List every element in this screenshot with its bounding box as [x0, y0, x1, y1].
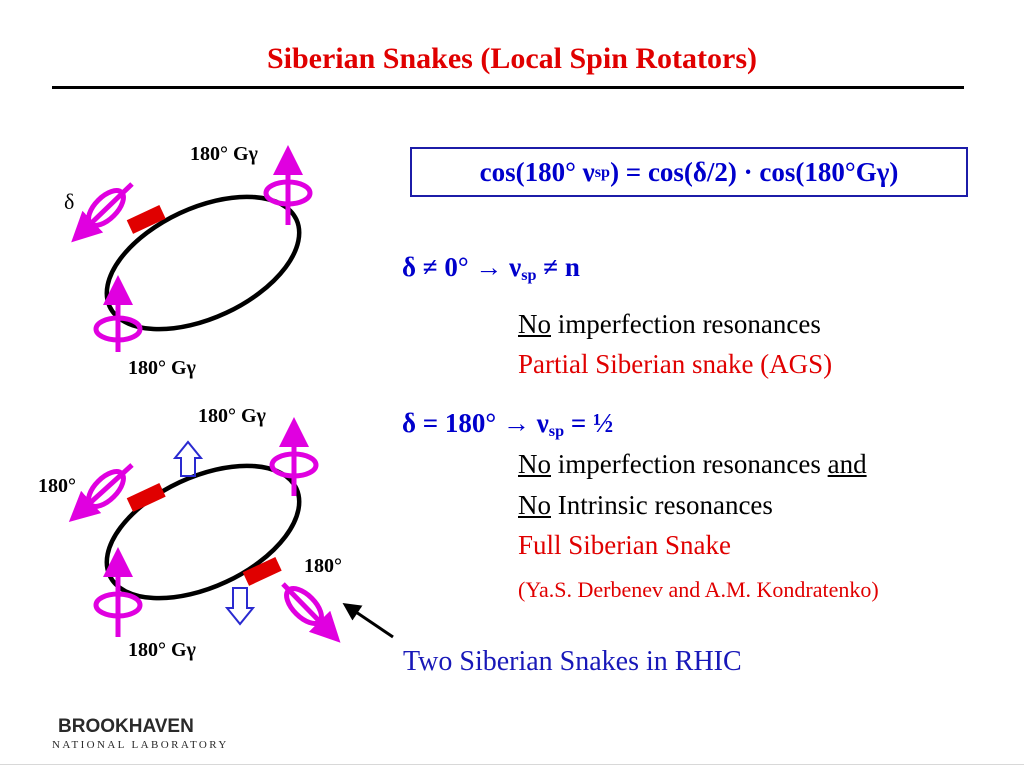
formula-sub: sp: [594, 162, 611, 181]
formula-lhs: cos(180: [479, 156, 566, 187]
slide-title: Siberian Snakes (Local Spin Rotators): [266, 42, 758, 75]
formula-deg-1: °: [565, 156, 576, 187]
formula-deg-2: °: [844, 156, 856, 187]
case2-line2-rest: Intrinsic resonances: [551, 490, 773, 520]
case2-sub: sp: [548, 422, 565, 440]
case1-condition-b: ≠ n: [536, 252, 580, 282]
lower-top-spin-arrow: [269, 417, 319, 496]
lower-ring-diagram: 180° Gγ 180° 180° 180° Gγ: [38, 405, 394, 661]
case1-line2: Partial Siberian snake (AGS): [518, 349, 833, 379]
brookhaven-logo-subtitle: NATIONAL LABORATORY: [52, 739, 229, 751]
lower-left-label: 180°: [38, 475, 76, 497]
case2-line1-rest: imperfection resonances: [551, 449, 828, 479]
case2-condition-b: = ½: [564, 408, 614, 438]
case2-citation: (Ya.S. Derbenev and A.M. Kondratenko): [518, 577, 879, 602]
lower-snake-left: [126, 483, 166, 512]
case2-no-1: No: [518, 449, 551, 479]
case1-line1-rest: imperfection resonances: [551, 309, 821, 339]
footer-divider: [0, 764, 1024, 765]
upper-top-spin-arrow: [263, 145, 313, 225]
case2-condition: δ = 180° → νsp = ½: [402, 408, 613, 441]
formula-nu: ν: [582, 156, 595, 187]
lower-right-label: 180°: [304, 555, 342, 577]
lower-left-spin-arrow: [68, 463, 134, 523]
lower-top-label: 180° Gγ: [198, 405, 267, 427]
case1-line1: No imperfection resonances: [518, 309, 821, 340]
delta-label: δ: [64, 189, 74, 214]
upper-ring-diagram: 180° Gγ δ 180° Gγ: [64, 143, 313, 379]
upper-delta-spin-arrow: [71, 182, 134, 243]
case2-line1: No imperfection resonances and: [518, 449, 867, 480]
upper-bottom-label: 180° Gγ: [128, 357, 197, 379]
upper-ring: [104, 194, 302, 332]
beam-direction-down-arrow: [224, 587, 256, 626]
formula-ggamma: Gγ): [855, 156, 899, 187]
upper-snake: [126, 205, 166, 234]
case2-line3: Full Siberian Snake: [518, 530, 731, 560]
lower-bottom-label: 180° Gγ: [128, 639, 197, 661]
rhic-label: Two Siberian Snakes in RHIC: [403, 646, 742, 677]
case2-no-2: No: [518, 490, 551, 520]
case1-no: No: [518, 309, 551, 339]
case1-condition: δ ≠ 0° → νsp ≠ n: [402, 252, 580, 285]
lower-snake-right: [242, 557, 282, 586]
case2-condition-a: δ = 180° → ν: [402, 408, 549, 438]
lower-right-spin-arrow: [281, 582, 341, 643]
case2-and: and: [827, 449, 867, 479]
lower-bottom-spin-arrow: [93, 547, 143, 637]
case2-line2: No Intrinsic resonances: [518, 490, 773, 521]
brookhaven-logo-name: BROOKHAVEN: [58, 716, 194, 737]
upper-top-label: 180° Gγ: [190, 143, 259, 165]
case1-condition-a: δ ≠ 0° → ν: [402, 252, 522, 282]
title-divider: [52, 86, 964, 89]
upper-bottom-spin-arrow: [93, 275, 143, 352]
case1-sub: sp: [521, 266, 537, 284]
rhic-pointer-arrow: [342, 602, 394, 639]
beam-direction-up-arrow: [172, 440, 204, 477]
formula-rhs: ) = cos(δ/2) · cos(180: [610, 156, 845, 187]
